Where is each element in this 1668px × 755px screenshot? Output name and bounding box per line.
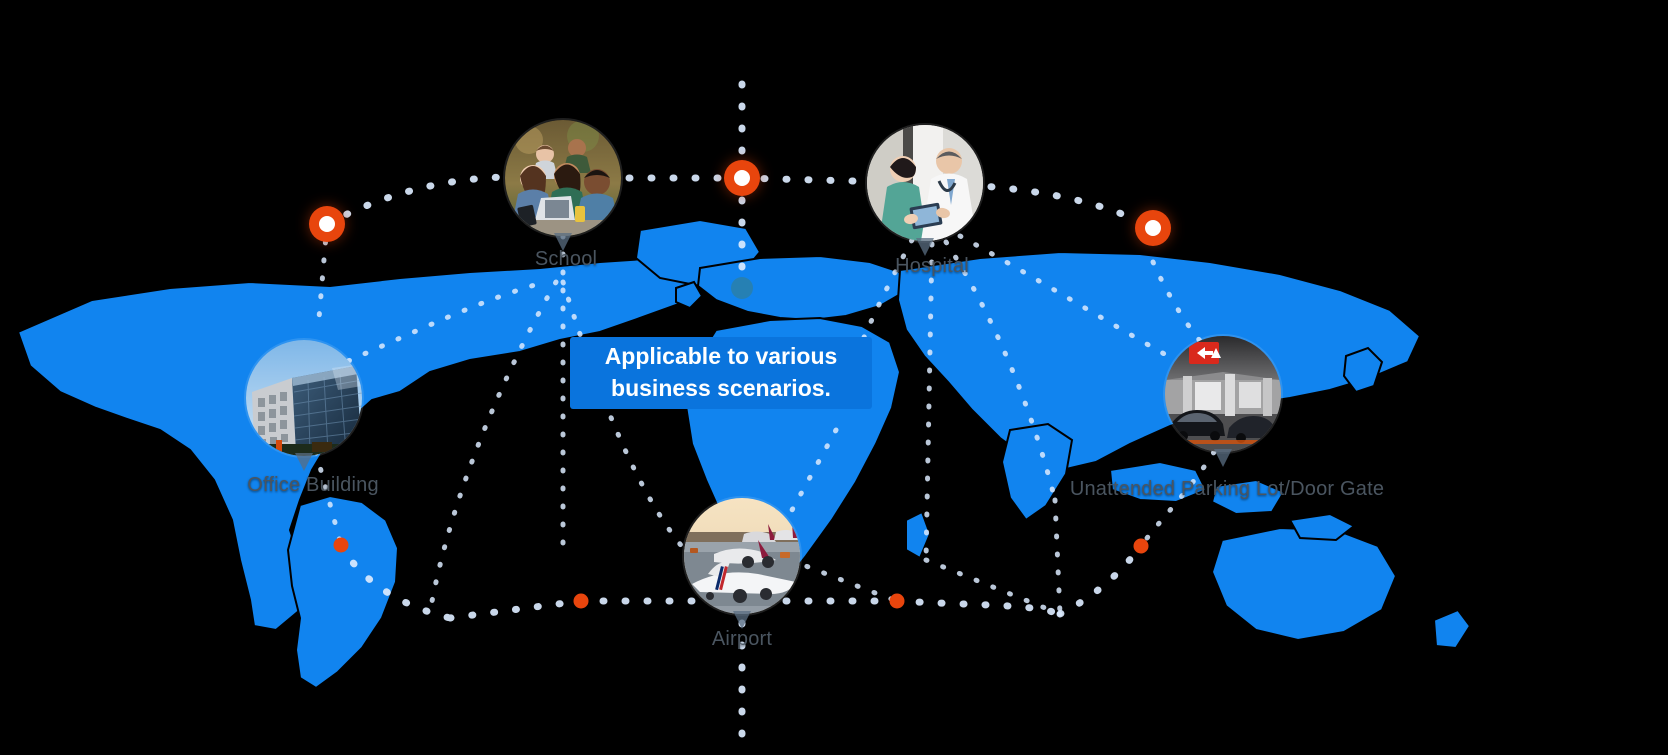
students-laptop-photo bbox=[505, 120, 621, 236]
scenario-node-school[interactable] bbox=[505, 120, 621, 251]
parking-garage-photo bbox=[1165, 336, 1281, 452]
node-pointer bbox=[554, 233, 572, 251]
scenario-label-hospital: Hospital bbox=[895, 255, 969, 277]
location-pin-dot-icon-right[interactable] bbox=[1135, 210, 1171, 246]
scenario-node-airport[interactable] bbox=[684, 498, 800, 629]
node-pointer bbox=[1214, 449, 1232, 467]
doctors-tablet-photo bbox=[867, 125, 983, 241]
scenario-node-hospital[interactable] bbox=[867, 125, 983, 256]
node-dot-atlantic[interactable] bbox=[573, 593, 589, 609]
scenario-label-parking: Unattended Parking Lot/Door Gate bbox=[1069, 478, 1385, 500]
banner-line-1: Applicable to various bbox=[604, 343, 838, 370]
banner-text: Applicable to various business scenarios… bbox=[591, 341, 852, 404]
marker-center-dot bbox=[1145, 220, 1161, 236]
node-dot-indian[interactable] bbox=[889, 593, 905, 609]
location-pin-dot-icon-left[interactable] bbox=[309, 206, 345, 242]
node-dot-europe[interactable] bbox=[731, 277, 753, 299]
scenario-node-parking[interactable] bbox=[1165, 336, 1281, 467]
marker-center-dot bbox=[734, 170, 750, 186]
node-pointer bbox=[916, 238, 934, 256]
node-pointer bbox=[733, 611, 751, 629]
airport-planes-photo bbox=[684, 498, 800, 614]
banner-line-2: business scenarios. bbox=[611, 375, 831, 401]
location-pin-dot-icon-top[interactable] bbox=[724, 160, 760, 196]
scenario-label-airport: Airport bbox=[711, 628, 773, 650]
scenario-label-office: Office Building bbox=[247, 474, 379, 496]
node-dot-south-america[interactable] bbox=[333, 537, 349, 553]
scenario-node-office[interactable] bbox=[246, 340, 362, 471]
office-tower-photo bbox=[246, 340, 362, 456]
scenario-label-school: School bbox=[534, 248, 598, 270]
marker-center-dot bbox=[319, 216, 335, 232]
banner-callout: Applicable to various business scenarios… bbox=[570, 337, 872, 409]
node-dot-australia[interactable] bbox=[1133, 538, 1149, 554]
node-pointer bbox=[295, 453, 313, 471]
